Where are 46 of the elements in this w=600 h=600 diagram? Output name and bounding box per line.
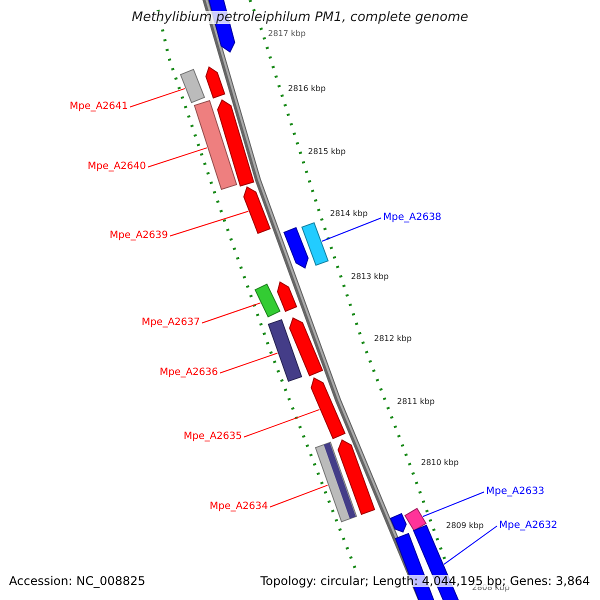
gene-block	[217, 99, 254, 187]
gene-label: Mpe_A2639	[110, 231, 168, 241]
leader-line	[130, 88, 186, 108]
leader-line	[220, 352, 278, 374]
scale-label: 2816 kbp	[288, 85, 326, 93]
gene-block	[283, 226, 309, 269]
scale-label: 2815 kbp	[308, 148, 346, 156]
leader-line	[170, 210, 249, 236]
scale-label: 2813 kbp	[351, 273, 389, 281]
leader-line	[321, 218, 382, 242]
gene-block	[180, 68, 206, 104]
gene-block	[301, 222, 329, 266]
gene-label: Mpe_A2633	[486, 487, 544, 497]
gene-block	[205, 66, 226, 99]
scale-label: 2812 kbp	[374, 335, 412, 343]
gene-block	[289, 317, 324, 376]
leader-line	[244, 409, 320, 438]
gene-label: Mpe_A2636	[160, 368, 218, 378]
scale-label: 2809 kbp	[446, 522, 484, 530]
gene-block	[254, 284, 281, 318]
leader-line	[422, 492, 484, 518]
gene-block	[404, 508, 427, 532]
gene-label: Mpe_A2637	[142, 318, 200, 328]
gene-label: Mpe_A2634	[210, 502, 268, 512]
scale-label: 2811 kbp	[397, 398, 435, 406]
gene-block	[390, 512, 407, 533]
gene-block	[268, 319, 302, 382]
accession-text: Accession: NC_008825	[9, 575, 146, 587]
gene-label: Mpe_A2632	[499, 521, 558, 531]
leader-line	[202, 302, 261, 324]
leader-line	[148, 147, 208, 168]
gene-label: Mpe_A2641	[70, 102, 128, 112]
gene-block	[194, 100, 238, 190]
title: Methylibium petroleiphilum PM1, complete genome	[132, 11, 468, 24]
gene-label: Mpe_A2638	[383, 213, 442, 223]
gene-block	[310, 377, 346, 440]
gene-block	[338, 439, 376, 516]
scale-label: 2817 kbp	[268, 30, 306, 38]
gene-block	[243, 186, 271, 234]
leader-line	[270, 484, 328, 508]
gene-label: Mpe_A2635	[184, 432, 242, 442]
scale-label: 2810 kbp	[421, 459, 459, 467]
gene-block	[276, 281, 298, 312]
leader-line	[443, 526, 498, 565]
gene-label: Mpe_A2640	[88, 162, 146, 172]
scale-label: 2814 kbp	[330, 210, 368, 218]
